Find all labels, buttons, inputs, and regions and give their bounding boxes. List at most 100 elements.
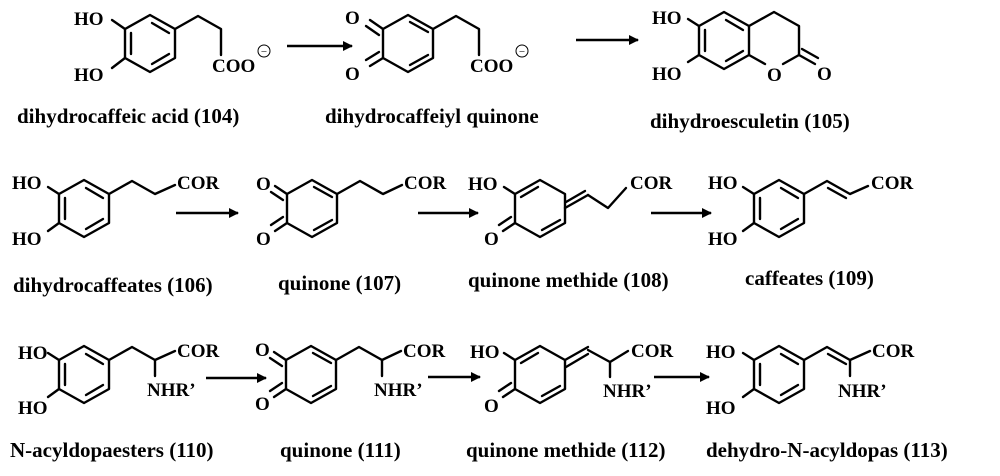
charge-label: −: [519, 46, 525, 58]
benzene-ring: [752, 344, 806, 405]
carbonyl-bond: [497, 215, 513, 227]
exocyclic-double-bond: [564, 352, 590, 369]
side-chain: [334, 345, 403, 362]
oxo-label: O: [484, 396, 499, 417]
amide-label: NHR’: [603, 381, 652, 402]
benzene-ring: [57, 178, 111, 239]
structure-quinone-methide-112: HO O COR NHR’: [470, 341, 674, 417]
exocyclic-double-bond: [563, 193, 590, 210]
oxo-label: O: [256, 174, 271, 195]
carbonyl-bond: [269, 215, 285, 227]
quinone-ring: [285, 178, 339, 239]
compound-name: dehydro-N-acyldopas (113): [706, 438, 948, 462]
structure-quinone-111: O O COR NHR’: [255, 340, 446, 415]
structure-dehydro-n-acyldopas: HO HO COR NHR’: [706, 341, 915, 419]
quinone-methide-ring: [513, 344, 567, 405]
carbonyl-bond: [368, 56, 385, 68]
compound-name: quinone methide (112): [466, 438, 666, 462]
hydroxyl-bond: [686, 17, 701, 28]
compound-name: dihydrocaffeic acid (104): [17, 104, 240, 128]
acyl-label: COR: [403, 341, 446, 362]
acyl-label: COR: [872, 341, 915, 362]
oxo-label: O: [255, 340, 270, 361]
negative-charge-icon: [257, 44, 271, 58]
hydroxyl-bond: [741, 387, 756, 399]
structure-dihydrocaffeic-acid: HO HO COO −: [74, 9, 271, 86]
hydroxyl-bond: [46, 387, 61, 399]
structure-dihydrocaffeates: HO HO COR: [12, 173, 220, 250]
oxo-label: O: [345, 8, 360, 29]
carbonyl-bond: [364, 24, 381, 37]
hydroxyl-label: HO: [652, 64, 682, 85]
hydroxyl-bond: [110, 56, 127, 70]
hydroxyl-label: HO: [18, 398, 48, 419]
hydroxyl-label: HO: [12, 229, 42, 250]
lactone-ring: [747, 10, 820, 66]
acyl-label: COR: [871, 173, 914, 194]
side-chain: [802, 179, 870, 196]
acyl-label: COR: [404, 173, 447, 194]
acyl-label: COR: [631, 341, 674, 362]
hydroxyl-bond: [502, 185, 517, 196]
oxo-label: O: [345, 64, 360, 85]
carboxylate-label: COO: [470, 56, 513, 77]
hydroxyl-label: HO: [12, 173, 42, 194]
exocyclic-double-bond: [563, 345, 590, 362]
carbonyl-bond: [501, 387, 517, 399]
hydroxyl-label: HO: [706, 398, 736, 419]
hydroxyl-label: HO: [468, 174, 498, 195]
hydroxyl-bond: [46, 185, 61, 196]
side-chain: [586, 348, 630, 364]
hydroxyl-bond: [741, 221, 756, 233]
carbonyl-bond: [364, 50, 381, 62]
carbonyl-bond: [269, 190, 285, 202]
propanoate-chain: [173, 14, 223, 57]
amide-label: NHR’: [838, 381, 887, 402]
propanoate-chain: [431, 14, 481, 57]
acyl-label: COR: [177, 341, 220, 362]
carbonyl-oxygen-label: O: [817, 64, 832, 85]
oxo-label: O: [255, 394, 270, 415]
acyl-label: COR: [177, 173, 220, 194]
carbonyl-bond: [268, 356, 284, 368]
carbonyl-bond: [268, 381, 284, 393]
benzene-ring: [57, 344, 111, 405]
charge-label: −: [261, 46, 267, 58]
carbonyl-bond: [273, 221, 289, 233]
quinone-methide-ring: [513, 178, 567, 239]
hydroxyl-label: HO: [708, 229, 738, 250]
side-chain: [802, 345, 872, 362]
carbonyl-bond: [273, 184, 289, 196]
acyl-label: COR: [630, 173, 673, 194]
alkene-double-bond: [826, 352, 848, 366]
hydroxyl-bond: [741, 185, 756, 196]
carbonyl-bond: [497, 381, 513, 393]
hydroxyl-bond: [741, 351, 756, 362]
compound-name: caffeates (109): [745, 266, 874, 290]
structure-dihydroesculetin: HO HO O O: [652, 8, 832, 86]
hydroxyl-bond: [46, 221, 61, 233]
benzene-ring: [697, 10, 751, 71]
structure-quinone-methide-108: HO O COR: [468, 173, 673, 250]
ring-oxygen-label: O: [767, 65, 782, 86]
amide-label: NHR’: [374, 380, 423, 401]
benzene-ring: [123, 13, 177, 74]
hydroxyl-bond: [110, 18, 127, 31]
hydroxyl-bond: [686, 53, 701, 64]
exocyclic-double-bond: [564, 189, 587, 204]
compound-name: quinone methide (108): [468, 268, 669, 292]
oxo-label: O: [256, 229, 271, 250]
hydroxyl-label: HO: [652, 8, 682, 29]
oxo-label: O: [484, 229, 499, 250]
carboxylate-label: COO: [212, 56, 255, 77]
structure-n-acyldopaesters: HO HO COR NHR’: [18, 341, 220, 419]
side-chain: [586, 186, 628, 210]
compound-name: dihydrocaffeiyl quinone: [325, 104, 539, 128]
amide-label: NHR’: [147, 380, 196, 401]
hydroxyl-label: HO: [74, 65, 104, 86]
hydroxyl-bond: [502, 351, 517, 362]
hydroxyl-label: HO: [470, 342, 500, 363]
quinone-ring: [381, 13, 435, 74]
compound-name: dihydroesculetin (105): [650, 109, 850, 133]
